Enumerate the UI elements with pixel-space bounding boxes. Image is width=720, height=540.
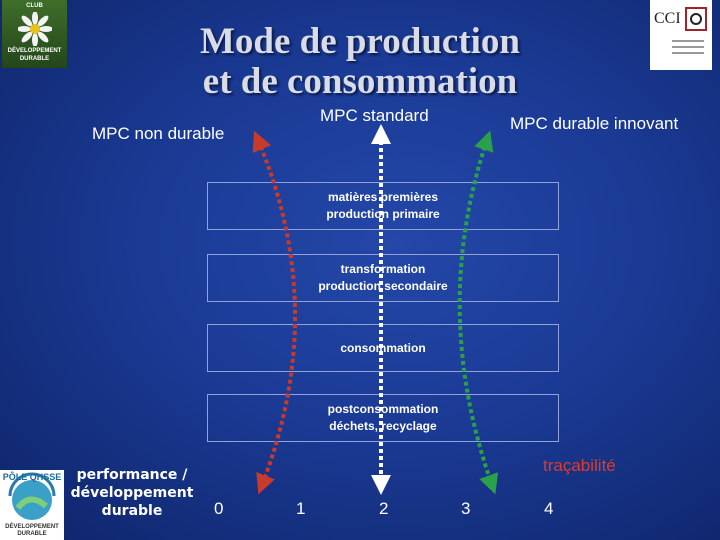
- label-tracabilite: traçabilité: [543, 456, 616, 475]
- cci-logo-rule: [672, 52, 704, 54]
- pole-qhsse-logo: PÔLE QHSSE DÉVELOPPEMENT DURABLE: [0, 470, 64, 540]
- club-logo-top-text: CLUB: [26, 3, 43, 9]
- arrow-mpc-durable-innovant: [457, 130, 499, 495]
- scale-value: 3: [461, 499, 471, 518]
- title-line-1: Mode de production: [199, 21, 520, 62]
- pole-logo-line2: DURABLE: [17, 531, 47, 537]
- label-mpc-standard: MPC standard: [320, 106, 429, 125]
- club-logo-line1: DÉVELOPPEMENT: [7, 48, 62, 54]
- scale-value: 4: [544, 499, 554, 518]
- pole-logo-line1: DÉVELOPPEMENT: [5, 524, 59, 530]
- pole-logo-arc-text: PÔLE QHSSE: [2, 472, 62, 482]
- daisy-flower-icon: [18, 12, 52, 46]
- title-line-2: et de consommation: [202, 61, 518, 102]
- club-logo-line2: DURABLE: [19, 56, 50, 62]
- globe-arc-icon: [8, 472, 56, 520]
- scale-value: 1: [296, 499, 306, 518]
- performance-axis-label: performance / développement durable: [70, 466, 194, 520]
- scale-value: 2: [379, 499, 389, 518]
- cci-logo-text: CCI: [654, 10, 681, 27]
- label-mpc-durable-innovant: MPC durable innovant: [510, 114, 679, 133]
- club-developpement-durable-logo: CLUB DÉVELOPPEMENT DURABLE: [2, 0, 67, 68]
- page-title: Mode de production et de consommation: [150, 22, 570, 102]
- performance-line: performance /: [76, 467, 188, 483]
- label-mpc-non-durable: MPC non durable: [92, 124, 225, 143]
- cci-logo-rule: [672, 46, 704, 48]
- arrow-mpc-non-durable: [252, 130, 297, 495]
- cci-logo-rule: [672, 40, 704, 42]
- performance-line: durable: [101, 503, 163, 519]
- performance-line: développement: [70, 485, 194, 501]
- cci-logo: CCI: [650, 0, 712, 70]
- cci-emblem-icon: [685, 7, 707, 31]
- scale-value: 0: [214, 499, 224, 518]
